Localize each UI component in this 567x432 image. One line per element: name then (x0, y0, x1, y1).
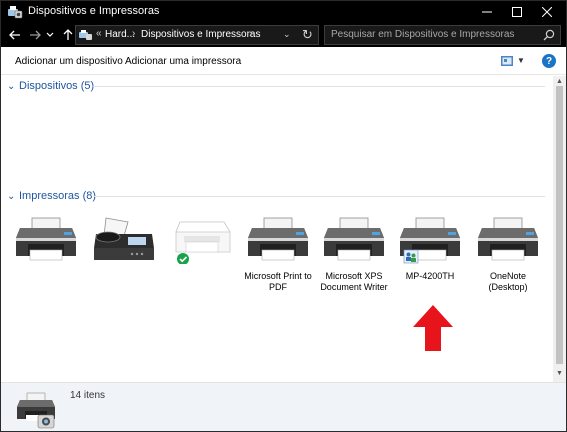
search-box[interactable]: Pesquisar em Dispositivos e Impressoras (324, 25, 561, 45)
address-dropdown-icon[interactable]: ⌄ (283, 29, 291, 39)
address-bar[interactable]: « Hard... › Dispositivos e Impressoras ›… (75, 25, 319, 45)
devices-printers-location-icon (79, 30, 92, 40)
details-pane: 14 itens (1, 382, 566, 431)
printer-item[interactable]: Microsoft Print to PDF (241, 214, 315, 293)
breadcrumb-separator-icon: › (249, 28, 253, 39)
scroll-down-icon[interactable]: ▼ (556, 370, 563, 377)
refresh-icon[interactable]: ↻ (302, 27, 313, 42)
printer-item[interactable] (165, 214, 239, 271)
scrollbar-thumb[interactable] (556, 86, 563, 364)
annotation-arrow-up-icon (413, 305, 453, 351)
group-divider (93, 86, 545, 87)
add-printer-button[interactable]: Adicionar uma impressora (125, 56, 242, 67)
shared-printer-icon (400, 217, 460, 264)
default-check-icon (177, 253, 189, 265)
window-title: Dispositivos e Impressoras (28, 5, 160, 17)
change-view-icon[interactable] (501, 56, 513, 66)
fax-icon (94, 217, 154, 260)
navigation-bar: « Hard... › Dispositivos e Impressoras ›… (1, 23, 566, 47)
printer-item[interactable] (9, 214, 83, 271)
chevron-down-icon (46, 32, 54, 37)
search-placeholder[interactable]: Pesquisar em Dispositivos e Impressoras (331, 29, 515, 40)
close-icon (542, 7, 552, 17)
printer-name: Microsoft XPS Document Writer (320, 271, 388, 292)
close-button[interactable] (527, 1, 567, 23)
back-button[interactable] (6, 23, 24, 47)
item-count: 14 itens (70, 390, 106, 401)
printer-item[interactable] (87, 214, 161, 271)
printer-name: Microsoft Print to PDF (244, 271, 312, 292)
printer-icon (16, 217, 76, 261)
breadcrumb-separator-icon: › (132, 28, 136, 39)
printer-name: OneNote (Desktop) (488, 271, 528, 292)
group-header-devices[interactable]: ⌄ Dispositivos (5) (7, 79, 94, 93)
printer-icon (248, 217, 308, 261)
maximize-button[interactable] (497, 1, 537, 23)
content-area: ⌄ Dispositivos (5) ⌄ Impressoras (8) (1, 76, 553, 382)
arrow-left-icon (9, 30, 20, 40)
group-label-printers: Impressoras (8) (19, 190, 97, 202)
printer-icon (324, 217, 384, 261)
scroll-up-icon[interactable]: ▲ (556, 78, 563, 85)
group-header-printers[interactable]: ⌄ Impressoras (8) (7, 189, 96, 203)
devices-printers-app-icon (8, 6, 23, 19)
recent-locations-button[interactable] (44, 23, 56, 47)
title-bar[interactable]: Dispositivos e Impressoras (1, 1, 566, 23)
command-bar: Adicionar um dispositivo Adicionar uma i… (1, 47, 566, 75)
printer-item[interactable]: Microsoft XPS Document Writer (317, 214, 391, 293)
breadcrumb-overflow[interactable]: « (96, 28, 102, 39)
printer-item[interactable]: OneNote (Desktop) (471, 214, 545, 293)
minimize-button[interactable] (467, 1, 507, 23)
forward-button[interactable] (26, 23, 44, 47)
arrow-right-icon (30, 30, 41, 40)
printer-name: MP-4200TH (405, 271, 455, 281)
default-printer-icon (175, 221, 231, 265)
search-icon[interactable] (543, 29, 555, 41)
chevron-down-icon[interactable]: ⌄ (7, 80, 16, 92)
up-button[interactable] (59, 23, 77, 47)
arrow-up-icon (63, 29, 73, 40)
help-icon[interactable]: ? (542, 54, 556, 68)
minimize-icon (482, 11, 492, 13)
vertical-scrollbar[interactable]: ▲ ▼ (553, 76, 566, 382)
add-device-button[interactable]: Adicionar um dispositivo (15, 56, 123, 67)
printer-item[interactable]: MP-4200TH (393, 214, 467, 282)
breadcrumb-devices-printers[interactable]: Dispositivos e Impressoras (141, 29, 261, 40)
devices-printers-large-icon (17, 392, 55, 429)
view-options-dropdown-icon[interactable]: ▼ (517, 56, 525, 65)
breadcrumb-hardware[interactable]: Hard... (105, 29, 136, 40)
maximize-icon (512, 7, 522, 17)
group-label-devices: Dispositivos (5) (19, 80, 95, 92)
printer-icon (478, 217, 538, 261)
chevron-down-icon[interactable]: ⌄ (7, 190, 16, 202)
group-divider (93, 196, 545, 197)
